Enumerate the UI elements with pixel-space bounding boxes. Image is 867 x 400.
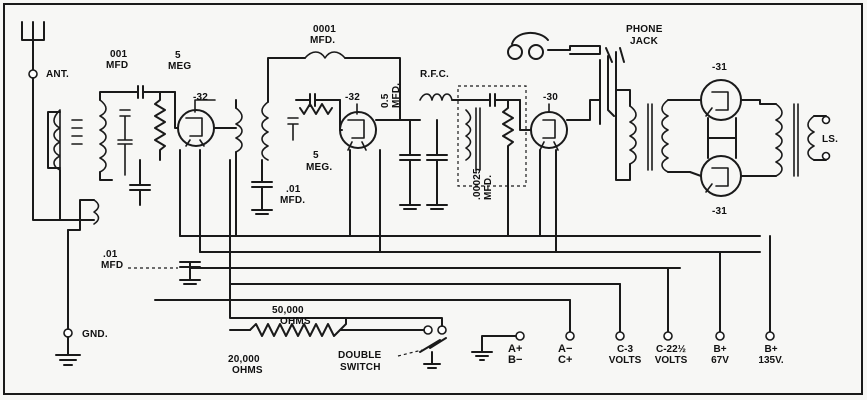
c01b-unit: MFD <box>101 260 123 271</box>
r50000-label: 50,000 <box>272 305 304 316</box>
pushpull-input-transformer <box>615 89 691 181</box>
double-switch-icon <box>359 317 447 369</box>
r50000-unit: OHMS <box>280 316 311 327</box>
capacitor-01-lower <box>179 261 201 285</box>
supply-bus-lines <box>154 159 761 319</box>
c01a-label: .01 <box>286 184 301 195</box>
ac-labels: A− C+ <box>558 344 598 366</box>
phone-jack-icon <box>599 47 625 133</box>
c00025-unit: MFD. <box>483 175 494 200</box>
capacitor-001 <box>129 85 176 99</box>
double-switch-label-1: DOUBLE <box>338 350 382 361</box>
capacitor-01-left <box>129 159 151 206</box>
tube3-label: -30 <box>543 92 558 103</box>
c001-label: 001 <box>110 49 128 60</box>
gnd-terminal <box>55 229 81 366</box>
c22-label: C-22½ <box>655 344 686 355</box>
b135-unit: 135V. <box>758 355 784 366</box>
capacitor-01-mid <box>251 159 273 215</box>
tuning-cap-2 <box>287 117 299 141</box>
capacitor-05 <box>399 119 448 210</box>
ls-label: LS. <box>822 134 838 145</box>
c05-label: 0.5 <box>380 93 391 108</box>
r5meg-b-label: 5 <box>313 150 319 161</box>
phone-jack-label-2: JACK <box>630 36 659 47</box>
c0001-unit: MFD. <box>310 35 335 46</box>
tube-4 <box>700 79 742 121</box>
c00025-label: .00025 <box>472 168 483 200</box>
c001-unit: MFD <box>106 60 128 71</box>
b-minus-label: B− <box>508 354 523 366</box>
phone-jack-label-1: PHONE <box>626 24 663 35</box>
ab-labels: A+ B− <box>508 344 548 366</box>
tube5-label: -31 <box>712 206 727 217</box>
headphones-icon <box>507 32 601 60</box>
switch-leader <box>397 349 423 357</box>
rf-choke <box>419 93 481 101</box>
resistor-5meg-b <box>299 103 333 115</box>
ground-symbol-ab <box>471 335 517 361</box>
resistor-5meg-a <box>154 91 166 161</box>
c0001-label: 0001 <box>313 24 336 35</box>
tube1-label: -32 <box>193 92 208 103</box>
b67-labels: B+ 67V <box>700 344 740 366</box>
tube2-label: -32 <box>345 92 360 103</box>
a-minus-label: A− <box>558 343 573 355</box>
r20000-unit: OHMS <box>232 365 263 376</box>
c22-unit: VOLTS <box>654 355 688 366</box>
c3-label: C-3 <box>616 344 634 355</box>
antenna-icon <box>21 21 61 221</box>
frame-border <box>3 3 863 395</box>
c01a-unit: MFD. <box>280 195 305 206</box>
tube-2 <box>339 99 401 151</box>
tube-1 <box>174 91 231 147</box>
c22-labels: C-22½ VOLTS <box>646 344 696 366</box>
b67-label: B+ <box>713 344 727 355</box>
audio-transformer-1 <box>465 93 521 237</box>
antenna-coil <box>47 91 133 231</box>
terminals <box>515 331 775 341</box>
tube-3 <box>519 99 601 151</box>
c3-unit: VOLTS <box>608 355 642 366</box>
b67-unit: 67V <box>711 355 729 366</box>
r5meg-a-label: 5 <box>175 50 181 61</box>
b135-labels: B+ 135V. <box>748 344 794 366</box>
tube-5 <box>700 155 742 197</box>
c05-unit: MFD. <box>391 83 402 108</box>
c3-labels: C-3 VOLTS <box>600 344 650 366</box>
c01b-label: .01 <box>103 249 118 260</box>
r5meg-a-unit: MEG <box>168 61 191 72</box>
double-switch-label-2: SWITCH <box>340 362 381 373</box>
r5meg-b-unit: MEG. <box>306 162 332 173</box>
c-plus-label: C+ <box>558 354 573 366</box>
pushpull-grid-wires <box>689 99 737 177</box>
gnd-label: GND. <box>82 329 108 340</box>
rfc-label: R.F.C. <box>420 69 449 80</box>
tube4-label: -31 <box>712 62 727 73</box>
r20000-label: 20,000 <box>228 354 260 365</box>
ant-label: ANT. <box>46 69 69 80</box>
rf-coil-2 <box>229 57 306 237</box>
output-transformer <box>740 99 831 177</box>
b135-label: B+ <box>764 344 778 355</box>
resistor-50000 <box>249 317 361 337</box>
a-plus-label: A+ <box>508 343 523 355</box>
supply-drops <box>179 149 771 333</box>
